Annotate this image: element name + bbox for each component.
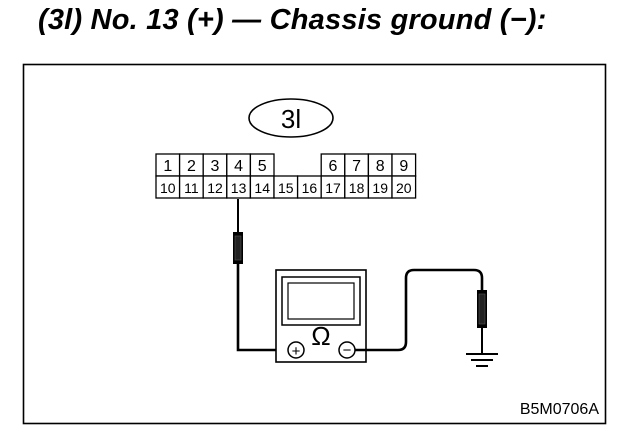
connector-label: 3l xyxy=(248,98,334,138)
positive-lead xyxy=(233,199,287,352)
connector-pin-label: 16 xyxy=(302,180,318,196)
probe-icon xyxy=(233,232,243,264)
connector-pin-label: 20 xyxy=(396,180,412,196)
connector-pin-label: 17 xyxy=(325,180,341,196)
negative-terminal: − xyxy=(338,341,356,359)
connector-pin-label: 19 xyxy=(372,180,388,196)
connector-pin-label: 3 xyxy=(211,158,220,175)
negative-lead xyxy=(355,268,487,354)
connector-pin-label: 8 xyxy=(376,158,385,175)
ohm-symbol: Ω xyxy=(311,321,330,351)
connector-pin-label: 9 xyxy=(399,158,408,175)
connector-pin-label: 2 xyxy=(187,158,196,175)
connector-pin-label: 14 xyxy=(254,180,270,196)
connector-pin-label: 10 xyxy=(160,180,176,196)
figure-code: B5M0706A xyxy=(520,401,599,418)
connector-pin-label: 18 xyxy=(349,180,365,196)
connector-pin-label: 11 xyxy=(184,180,199,196)
svg-text:−: − xyxy=(343,342,352,359)
ohmmeter-icon: Ω + − xyxy=(275,269,367,363)
connector-pin-label: 7 xyxy=(352,158,361,175)
positive-terminal: + xyxy=(287,341,305,360)
ground-icon xyxy=(466,353,498,367)
connector-pin-label: 15 xyxy=(278,180,294,196)
connector-pin-label: 13 xyxy=(231,180,247,196)
connector-pin-label: 12 xyxy=(207,180,223,196)
connector-pin-label: 5 xyxy=(258,158,267,175)
connector-label-text: 3l xyxy=(281,104,301,134)
diagram-frame xyxy=(22,63,607,425)
connector-pin-label: 4 xyxy=(234,158,243,175)
connector-pin-cell xyxy=(391,175,417,199)
probe-icon xyxy=(477,290,487,328)
connector-pin-label: 6 xyxy=(329,158,338,175)
page-title: (3l) No. 13 (+) — Chassis ground (−): xyxy=(38,4,547,36)
connector-pin-label: 1 xyxy=(163,158,172,175)
svg-text:+: + xyxy=(292,343,301,360)
